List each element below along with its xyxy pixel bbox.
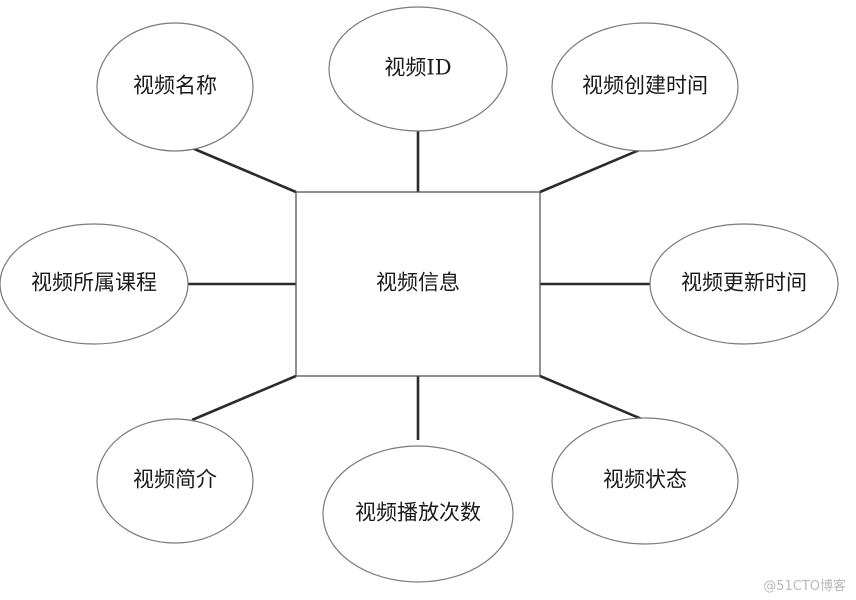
entity-video-info: 视频信息 (295, 191, 541, 377)
attribute-video-id: 视频ID (328, 6, 508, 132)
attribute-label: 视频简介 (133, 468, 217, 492)
attribute-label: 视频播放次数 (355, 501, 481, 525)
connector-created (539, 146, 645, 194)
entity-label: 视频信息 (376, 271, 460, 295)
attribute-video-name: 视频名称 (96, 22, 254, 152)
watermark: @51CTO博客 (763, 579, 846, 594)
attribute-video-play-count: 视频播放次数 (322, 445, 514, 583)
attribute-video-updated-time: 视频更新时间 (649, 223, 839, 345)
attribute-video-status: 视频状态 (551, 417, 739, 545)
attribute-label: 视频状态 (603, 468, 687, 492)
attribute-video-created-time: 视频创建时间 (551, 22, 739, 152)
attribute-label: 视频ID (384, 56, 451, 80)
attribute-label: 视频所属课程 (31, 271, 157, 295)
attribute-label: 视频名称 (133, 74, 217, 98)
connector-intro (191, 374, 297, 422)
attribute-label: 视频创建时间 (582, 74, 708, 98)
connector-name (191, 146, 297, 194)
attribute-label: 视频更新时间 (681, 271, 807, 295)
attribute-video-course: 视频所属课程 (0, 223, 189, 345)
attribute-video-intro: 视频简介 (96, 418, 254, 544)
connector-status (539, 374, 645, 422)
